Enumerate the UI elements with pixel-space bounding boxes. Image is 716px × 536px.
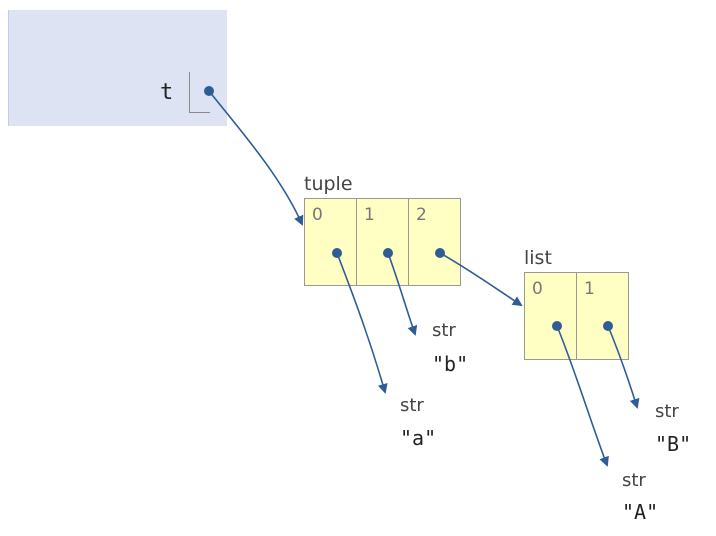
tuple-cell-1: 1	[357, 199, 409, 285]
list-index-1: 1	[584, 279, 595, 299]
list-object: 0 1	[524, 272, 629, 360]
tuple-object: 0 1 2	[304, 198, 461, 286]
list-cell-1: 1	[577, 273, 628, 359]
str-B-value: "B"	[655, 432, 692, 456]
tuple-cell-0: 0	[305, 199, 357, 285]
pointer-dot-t	[204, 86, 214, 96]
pointer-dot-list-0	[552, 321, 562, 331]
str-b-type: str	[432, 320, 456, 341]
pointer-dot-list-1	[603, 321, 613, 331]
arrow-list1-to-str-B	[607, 325, 640, 409]
arrow-tuple1-to-str-b	[387, 252, 418, 336]
str-A-value: "A"	[622, 500, 659, 524]
tuple-index-0: 0	[312, 205, 323, 225]
tuple-type-label: tuple	[304, 173, 353, 195]
tuple-index-2: 2	[416, 205, 427, 225]
str-A-type: str	[622, 470, 646, 491]
list-type-label: list	[524, 247, 552, 269]
arrow-list0-to-str-A	[556, 325, 609, 467]
str-a-value: "a"	[400, 426, 437, 450]
pointer-dot-tuple-0	[332, 248, 342, 258]
global-frame	[8, 10, 227, 126]
list-cell-0: 0	[525, 273, 577, 359]
pointer-dot-tuple-2	[435, 248, 445, 258]
str-B-type: str	[655, 401, 679, 422]
list-index-0: 0	[532, 279, 543, 299]
tuple-index-1: 1	[364, 205, 375, 225]
arrow-t-to-tuple	[208, 90, 304, 226]
arrow-tuple0-to-str-a	[336, 252, 388, 394]
variable-slot-t	[189, 72, 210, 113]
pointer-dot-tuple-1	[383, 248, 393, 258]
str-b-value: "b"	[432, 352, 469, 376]
str-a-type: str	[400, 395, 424, 416]
tuple-cell-2: 2	[409, 199, 460, 285]
variable-name-t: t	[160, 80, 174, 105]
arrow-tuple2-to-list	[439, 252, 523, 307]
